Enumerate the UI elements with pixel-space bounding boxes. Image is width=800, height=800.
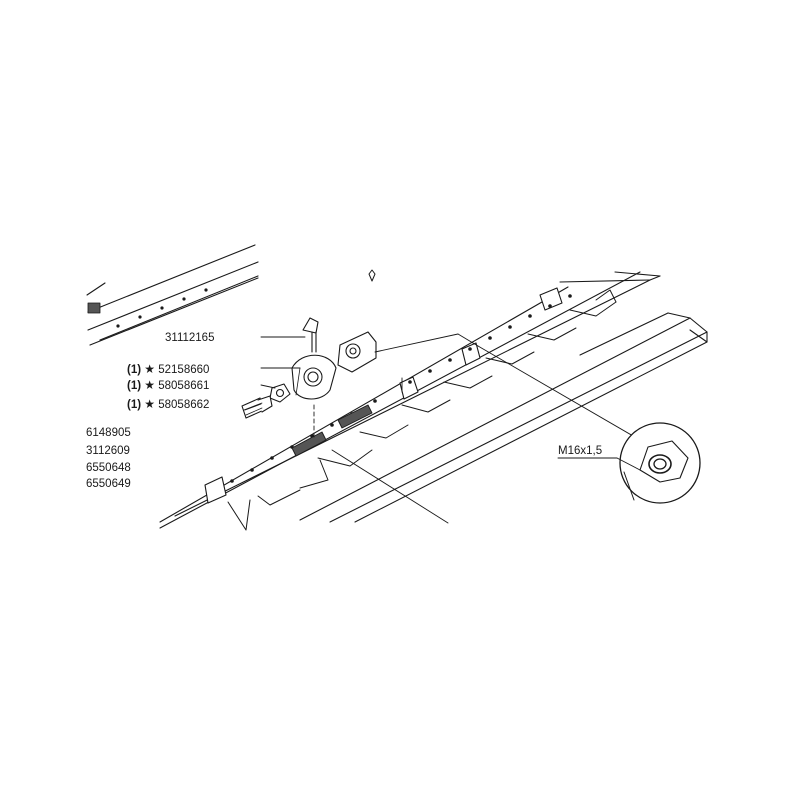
callout-row-1: 31112165 (165, 330, 214, 345)
callout-part-number: 31112165 (165, 332, 215, 344)
callout-part-number: 58058662 (158, 399, 210, 411)
callout-star: ★ (144, 362, 156, 376)
guide-bar (299, 312, 708, 523)
background-frame (86, 244, 376, 346)
cutter-bar (159, 271, 661, 531)
callout-row-2: (1) ★ 52158660 (127, 362, 209, 377)
part-list-item: 6550648 (86, 462, 131, 474)
callout-qty: (1) (127, 399, 142, 411)
part-list-item: 6550649 (86, 478, 131, 490)
part-list-item: 6148905 (86, 427, 131, 439)
leader-lines (244, 333, 641, 524)
thread-detail (557, 422, 701, 504)
thread-spec-label: M16x1,5 (558, 445, 603, 457)
callout-part-number: 52158660 (158, 364, 210, 376)
callout-star: ★ (144, 397, 156, 411)
part-list-item: 3112609 (86, 445, 130, 457)
callout-qty: (1) (127, 380, 142, 392)
knife-head-assembly (241, 317, 377, 441)
callout-part-number: 58058661 (158, 380, 210, 392)
callout-star: ★ (144, 378, 156, 392)
callout-qty: (1) (127, 364, 142, 376)
callout-row-3: (1) ★ 58058661 (127, 378, 209, 393)
callout-row-4: (1) ★ 58058662 (127, 397, 209, 412)
